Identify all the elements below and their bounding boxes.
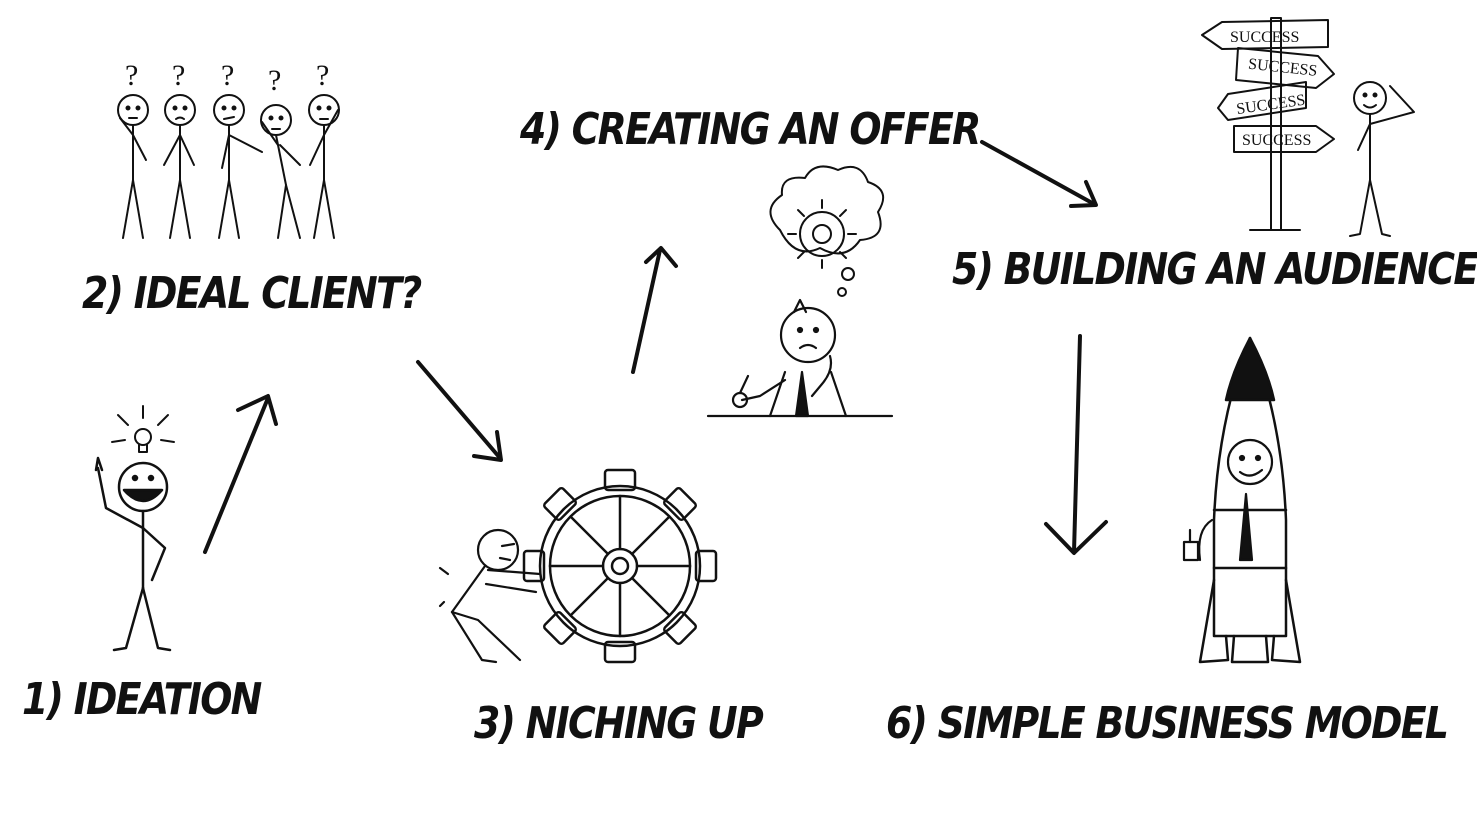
step-4-creating-offer-label: 4) CREATING AN OFFER bbox=[520, 104, 981, 155]
step-5-building-audience-label: 5) BUILDING AN AUDIENCE bbox=[952, 244, 1477, 295]
question-mark-icon: ? bbox=[125, 59, 138, 92]
question-mark-icon: ? bbox=[221, 59, 234, 92]
sign-text: SUCCESS bbox=[1230, 29, 1299, 46]
gear-teeth bbox=[522, 468, 718, 664]
confused-crowd-icon bbox=[117, 94, 340, 239]
confused-person-icon bbox=[213, 94, 263, 239]
pushing-stickman-icon bbox=[438, 528, 542, 664]
confused-person-icon bbox=[260, 104, 301, 239]
sign-text: SUCCESS bbox=[1247, 56, 1318, 80]
step-3-niching-up-label: 3) NICHING UP bbox=[474, 698, 764, 749]
arrow-5-to-6 bbox=[1044, 334, 1108, 555]
question-marks: ? ? ? ? ? bbox=[125, 59, 329, 97]
looking-stickman-icon bbox=[1349, 81, 1415, 237]
signpost-icon bbox=[1201, 17, 1335, 231]
arrow-3-to-4 bbox=[631, 246, 678, 374]
confused-person-icon bbox=[163, 94, 196, 239]
thinking-stickman-icon bbox=[706, 298, 894, 418]
confused-person-icon bbox=[117, 94, 149, 239]
gear-icon bbox=[522, 468, 718, 664]
arrow-4-to-5 bbox=[980, 140, 1098, 208]
arrow-1-to-2 bbox=[203, 394, 278, 554]
step-2-ideal-client-label: 2) IDEAL CLIENT? bbox=[82, 268, 422, 319]
step-1-ideation-label: 1) IDEATION bbox=[22, 674, 262, 725]
question-mark-icon: ? bbox=[316, 59, 329, 92]
sign-text: SUCCESS bbox=[1242, 132, 1311, 149]
confused-person-icon bbox=[308, 94, 340, 239]
question-mark-icon: ? bbox=[172, 59, 185, 92]
lightbulb-icon bbox=[111, 405, 175, 453]
question-mark-icon: ? bbox=[268, 64, 281, 97]
thought-cloud-icon bbox=[769, 165, 885, 297]
arrow-2-to-3 bbox=[416, 360, 503, 462]
rocket-stickman-icon bbox=[1182, 438, 1274, 562]
step-6-business-model-label: 6) SIMPLE BUSINESS MODEL bbox=[886, 698, 1449, 749]
rocket-icon bbox=[1198, 336, 1302, 664]
ideation-stickman-icon bbox=[94, 456, 172, 652]
gear-spokes bbox=[548, 494, 692, 638]
